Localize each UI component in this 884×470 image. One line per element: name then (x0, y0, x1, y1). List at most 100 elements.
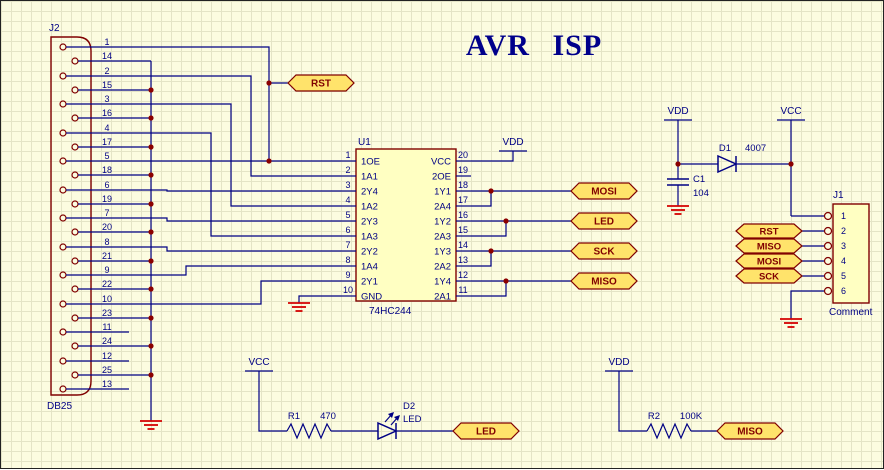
port-flag-led-out[interactable]: LED (452, 422, 520, 440)
flag-shape[interactable] (570, 272, 638, 290)
power-port-vdd-c1[interactable]: VDD (664, 106, 692, 121)
wire-segment[interactable] (790, 290, 825, 319)
flag-shape[interactable] (570, 182, 638, 200)
pin[interactable] (59, 129, 67, 137)
pin[interactable] (71, 114, 79, 122)
connector-body[interactable] (832, 203, 870, 304)
wire-segment[interactable] (471, 251, 492, 267)
ic-pin-stubs[interactable] (341, 160, 471, 297)
pin[interactable] (59, 157, 67, 165)
flag-shape[interactable] (735, 223, 803, 239)
pin[interactable] (59, 43, 67, 51)
db25-pin-stubs[interactable] (66, 46, 129, 390)
pin[interactable] (71, 285, 79, 293)
pin[interactable] (71, 228, 79, 236)
wire-segment[interactable] (129, 280, 341, 305)
ic-u1-74hc244[interactable]: U1 74HC244 1 2 3 4 5 6 7 8 9 10 1OE 1A1 … (341, 137, 471, 317)
pin[interactable] (71, 57, 79, 65)
pin[interactable] (823, 226, 833, 236)
capacitor-c1[interactable]: C1 104 (667, 174, 709, 199)
pin[interactable] (59, 271, 67, 279)
port-flag-j1-sck[interactable]: SCK (735, 268, 803, 284)
pin[interactable] (823, 211, 833, 221)
wire-harness-led[interactable] (258, 371, 453, 432)
pin[interactable] (59, 300, 67, 308)
pin[interactable] (59, 357, 67, 365)
pin[interactable] (71, 200, 79, 208)
wire-segment[interactable] (129, 103, 341, 207)
ground-icon[interactable] (780, 318, 802, 328)
power-port-vcc-r1[interactable]: VCC (245, 357, 273, 372)
wire-segment[interactable] (258, 371, 287, 432)
port-flag-led[interactable]: LED (570, 212, 638, 230)
pin[interactable] (59, 100, 67, 108)
port-flag-j1-mosi[interactable]: MOSI (735, 253, 803, 269)
port-flag-j1-rst[interactable]: RST (735, 223, 803, 239)
pin[interactable] (71, 314, 79, 322)
power-port-vdd-r2[interactable]: VDD (605, 357, 633, 372)
db25-body[interactable] (50, 36, 92, 396)
resistor-zigzag[interactable] (286, 422, 332, 440)
diode-triangle[interactable] (717, 154, 738, 174)
wire-harness-miso[interactable] (618, 371, 717, 432)
ground-icon[interactable] (667, 205, 689, 215)
connector-j1[interactable]: J1 Comment 1 2 3 4 5 6 (823, 190, 873, 318)
wire-segment[interactable] (471, 221, 507, 237)
pin[interactable] (59, 72, 67, 80)
port-flag-miso[interactable]: MISO (570, 272, 638, 290)
power-port-vdd-u1[interactable]: VDD (499, 137, 527, 152)
led-triangle[interactable] (377, 421, 398, 441)
wire-segment[interactable] (471, 151, 514, 162)
wire-segment[interactable] (129, 75, 341, 177)
db25-connector-j2[interactable]: J2 DB25 1 14 2 15 3 16 4 17 5 18 6 19 7 … (47, 23, 129, 412)
port-flag-sck[interactable]: SCK (570, 242, 638, 260)
pin[interactable] (59, 385, 67, 393)
resistor-r1[interactable]: R1 470 (286, 411, 336, 440)
pin[interactable] (71, 371, 79, 379)
port-flag-miso-out[interactable]: MISO (716, 422, 784, 440)
pin[interactable] (59, 214, 67, 222)
wire-segment[interactable] (129, 132, 341, 237)
wire-segment[interactable] (129, 189, 341, 192)
flag-shape[interactable] (716, 422, 784, 440)
ground-icon[interactable] (288, 302, 310, 312)
wire-segment[interactable] (618, 371, 647, 432)
wire-segment[interactable] (129, 265, 341, 276)
wire-segment[interactable] (129, 246, 341, 252)
pin[interactable] (71, 257, 79, 265)
pin[interactable] (59, 243, 67, 251)
power-port-vcc-d1[interactable]: VCC (777, 106, 805, 121)
wire-harness-right[interactable] (471, 151, 571, 297)
pin[interactable] (823, 286, 833, 296)
pin[interactable] (71, 342, 79, 350)
wire-segment[interactable] (471, 281, 507, 297)
pin[interactable] (71, 143, 79, 151)
port-flag-mosi[interactable]: MOSI (570, 182, 638, 200)
pin[interactable] (59, 186, 67, 194)
port-flag-j1-miso[interactable]: MISO (735, 238, 803, 254)
wire-harness-left[interactable] (129, 46, 341, 421)
ground-icon[interactable] (140, 420, 162, 430)
wire-harness-power[interactable] (677, 120, 825, 319)
flag-shape[interactable] (735, 238, 803, 254)
flag-shape[interactable] (452, 422, 520, 440)
flag-shape[interactable] (287, 74, 355, 92)
pin[interactable] (71, 171, 79, 179)
diode-d1[interactable]: D1 4007 (717, 143, 766, 174)
flag-shape[interactable] (570, 212, 638, 230)
led-d2[interactable]: D2 LED (377, 401, 422, 441)
flag-shape[interactable] (570, 242, 638, 260)
flag-shape[interactable] (735, 268, 803, 284)
wire-segment[interactable] (298, 295, 341, 303)
flag-shape[interactable] (735, 253, 803, 269)
pin[interactable] (59, 328, 67, 336)
pin[interactable] (823, 271, 833, 281)
wire-segment[interactable] (129, 46, 270, 161)
ic-body[interactable] (355, 148, 457, 302)
pin[interactable] (823, 241, 833, 251)
resistor-zigzag[interactable] (646, 422, 692, 440)
resistor-r2[interactable]: R2 100K (646, 411, 703, 440)
wire-segment[interactable] (471, 191, 492, 207)
pin[interactable] (823, 256, 833, 266)
wire-segment[interactable] (129, 217, 341, 222)
